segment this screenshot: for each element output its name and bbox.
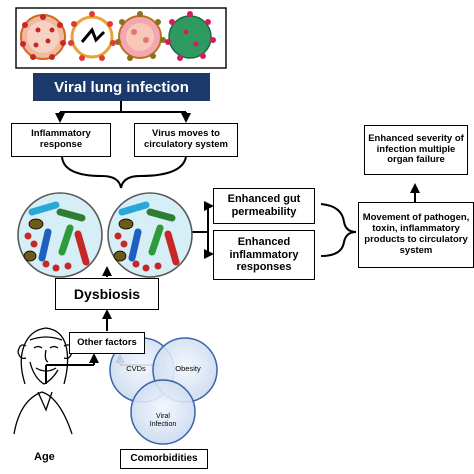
- venn-obesity-label: Obesity: [175, 364, 201, 373]
- coronavirus-red-icon: [20, 14, 66, 60]
- enhanced-inflammatory-responses-box: Enhanced inflammatory responses: [213, 230, 315, 280]
- coronavirus-pink-icon: [115, 11, 166, 61]
- comorbidities-box: Comorbidities: [120, 449, 208, 469]
- movement-of-pathogen-box: Movement of pathogen, toxin, inflammator…: [358, 202, 474, 268]
- enhanced-severity-box: Enhanced severity of infection multiple …: [364, 125, 468, 175]
- elderly-man-icon: [13, 327, 73, 435]
- dysbiosis-box: Dysbiosis: [55, 278, 159, 310]
- age-label: Age: [34, 451, 55, 463]
- other-factors-box: Other factors: [69, 332, 145, 354]
- virus-moves-box: Virus moves to circulatory system: [134, 123, 238, 157]
- enhanced-gut-permeability-box: Enhanced gut permeability: [213, 188, 315, 224]
- virus-images-panel: [15, 7, 227, 69]
- coronavirus-rna-icon: [68, 11, 116, 61]
- coronavirus-green-icon: [165, 11, 216, 61]
- title-viral-lung-infection: Viral lung infection: [33, 73, 210, 101]
- inflammatory-response-box: Inflammatory response: [11, 123, 111, 157]
- venn-cvd-label: CVDs: [126, 364, 146, 373]
- gut-microbiota-icon: [17, 192, 193, 278]
